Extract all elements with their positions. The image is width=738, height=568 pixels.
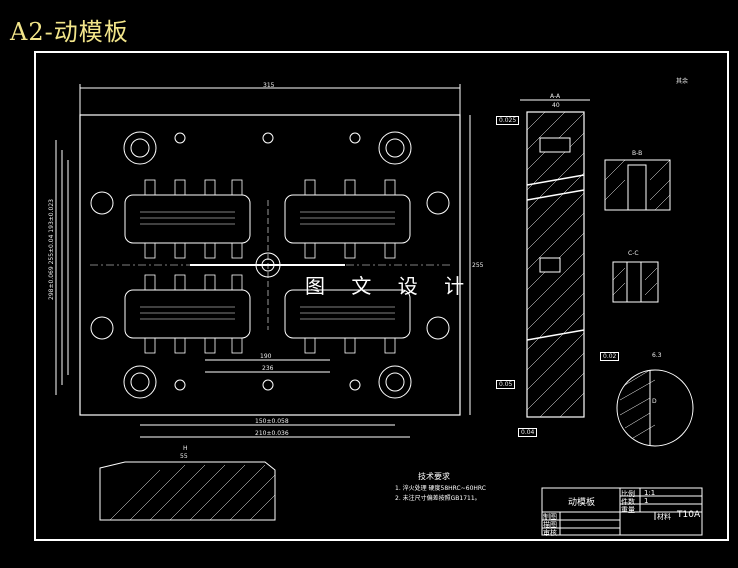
section-a-label: A-A: [550, 93, 561, 100]
material-label: 材料: [657, 513, 671, 521]
count-value: 1: [644, 497, 649, 505]
material-value: T10A: [677, 510, 701, 520]
section-a-a: [526, 111, 585, 418]
roughness-value: 6.3: [652, 352, 662, 359]
notes-line-1: 1. 淬火处理 硬度58HRC~60HRC: [395, 485, 486, 492]
mold-plate-outline: [79, 114, 461, 416]
section-h: [99, 461, 276, 521]
weight-label: 重量: [621, 506, 635, 514]
dim-left-stack: 298±0.069 255±0.04 193±0.023: [48, 199, 55, 300]
tolerance-box-3: 0.02: [600, 352, 620, 361]
watermark-text: 图 文 设 计: [305, 274, 475, 298]
label-c-c: C-C: [628, 250, 639, 257]
cavity-tl: [124, 194, 251, 244]
notes-heading: 技术要求: [418, 472, 450, 481]
page-title: A2-动模板: [10, 18, 129, 46]
tolerance-box-1: 0.025: [496, 116, 520, 125]
detail-view-circle: [616, 369, 694, 447]
dim-bottom-2: 210±0.036: [255, 430, 289, 437]
dim-mid-1: 190: [260, 353, 272, 360]
sheet-border: [34, 51, 729, 541]
check-label: 审核: [543, 529, 557, 537]
section-a-width: 40: [552, 102, 560, 109]
cavity-tr: [284, 194, 411, 244]
cavity-bl: [124, 289, 251, 339]
scale-value: 1:1: [644, 489, 656, 497]
guide-hole-bl: [123, 365, 157, 399]
count-label: 件数: [621, 498, 635, 506]
section-c-c: [612, 261, 659, 303]
section-h-width: 55: [180, 453, 188, 460]
tolerance-box-2: 0.05: [496, 380, 516, 389]
label-other: 其余: [676, 78, 689, 85]
guide-hole-tr: [378, 131, 412, 165]
label-detail: D: [652, 398, 657, 405]
design-label: 制图: [543, 513, 557, 521]
dim-mid-2: 236: [262, 365, 274, 372]
section-b-b: [604, 159, 671, 211]
notes-line-2: 2. 未注尺寸偏差按照GB1711。: [395, 495, 481, 502]
scale-label: 比例: [621, 490, 635, 498]
dim-bottom-1: 150±0.058: [255, 418, 289, 425]
part-name: 动模板: [568, 498, 596, 508]
guide-hole-tl: [123, 131, 157, 165]
dim-side-height: 255: [472, 262, 484, 269]
tolerance-box-4: 0.04: [518, 428, 538, 437]
review-label: 描图: [543, 521, 557, 529]
dim-top-width: 315: [263, 82, 275, 89]
label-b-b: B-B: [632, 150, 643, 157]
guide-hole-br: [378, 365, 412, 399]
section-h-label: H: [183, 445, 188, 452]
